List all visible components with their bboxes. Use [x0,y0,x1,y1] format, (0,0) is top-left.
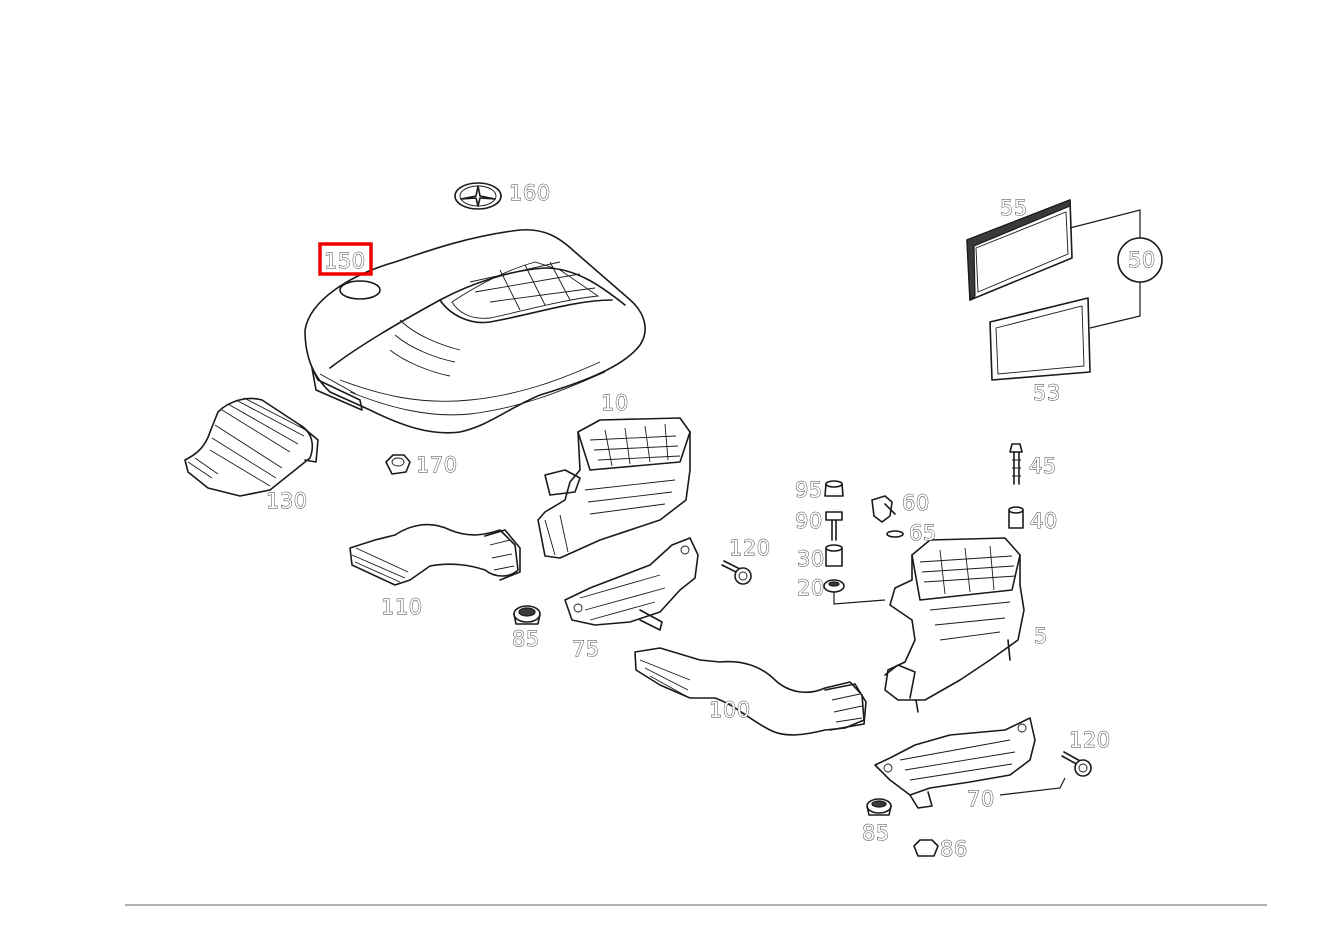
label-part-95[interactable]: 95 [795,478,823,503]
part-85-grommet-left[interactable] [513,605,541,625]
label-part-160[interactable]: 160 [509,181,551,206]
label-part-90[interactable]: 90 [795,509,823,534]
label-part-150[interactable]: 150 [324,249,366,274]
part-86-grommet[interactable] [913,839,939,857]
part-90-bolt[interactable] [825,511,843,541]
part-20-rubber-mount[interactable] [823,579,845,593]
label-part-65[interactable]: 65 [909,521,937,546]
label-part-170[interactable]: 170 [416,453,458,478]
part-55-filter-element[interactable] [966,199,1073,302]
label-part-100[interactable]: 100 [709,698,751,723]
part-10-air-filter-housing[interactable] [537,417,691,559]
part-110-intake-duct[interactable] [349,523,521,586]
part-65-seal[interactable] [886,530,904,538]
label-part-30[interactable]: 30 [797,547,825,572]
part-100-intake-duct[interactable] [634,647,867,736]
label-part-120-lower[interactable]: 120 [1069,728,1111,753]
part-150-engine-cover[interactable] [304,228,646,434]
selected-part-highlight [318,242,373,276]
part-75-bracket[interactable] [564,537,699,631]
part-30-sleeve[interactable] [825,544,843,567]
label-part-120-upper[interactable]: 120 [729,536,771,561]
label-part-20[interactable]: 20 [797,576,825,601]
part-53-filter-frame[interactable] [989,297,1091,381]
part-20-leader-line [833,592,886,605]
label-part-53[interactable]: 53 [1033,381,1061,406]
part-160-emblem[interactable] [454,182,502,210]
part-60-sensor[interactable] [871,495,896,523]
label-part-85-lower[interactable]: 85 [862,821,890,846]
part-120-bolt-upper[interactable] [721,560,752,585]
label-part-110[interactable]: 110 [381,595,423,620]
part-5-air-filter-housing[interactable] [884,537,1025,713]
label-part-70[interactable]: 70 [967,787,995,812]
label-part-85-left[interactable]: 85 [512,627,540,652]
part-95-cap[interactable] [824,480,844,497]
label-part-5[interactable]: 5 [1034,624,1048,649]
label-part-10[interactable]: 10 [601,391,629,416]
part-70-bracket[interactable] [874,717,1066,809]
part-85-grommet-lower[interactable] [866,798,892,816]
label-part-60[interactable]: 60 [902,491,930,516]
label-part-86[interactable]: 86 [940,837,968,862]
label-part-75[interactable]: 75 [572,637,600,662]
label-part-40[interactable]: 40 [1030,509,1058,534]
label-part-55[interactable]: 55 [1000,196,1028,221]
part-130-intake-snorkel[interactable] [184,397,319,497]
part-170-grommet[interactable] [385,454,411,475]
part-50-filter-set-callout[interactable] [1069,209,1163,329]
part-40-sleeve[interactable] [1008,506,1024,529]
label-part-45[interactable]: 45 [1029,454,1057,479]
part-120-bolt-lower[interactable] [1061,751,1092,777]
label-part-130[interactable]: 130 [266,489,308,514]
part-45-bolt[interactable] [1009,443,1023,485]
label-part-50[interactable]: 50 [1128,248,1156,273]
